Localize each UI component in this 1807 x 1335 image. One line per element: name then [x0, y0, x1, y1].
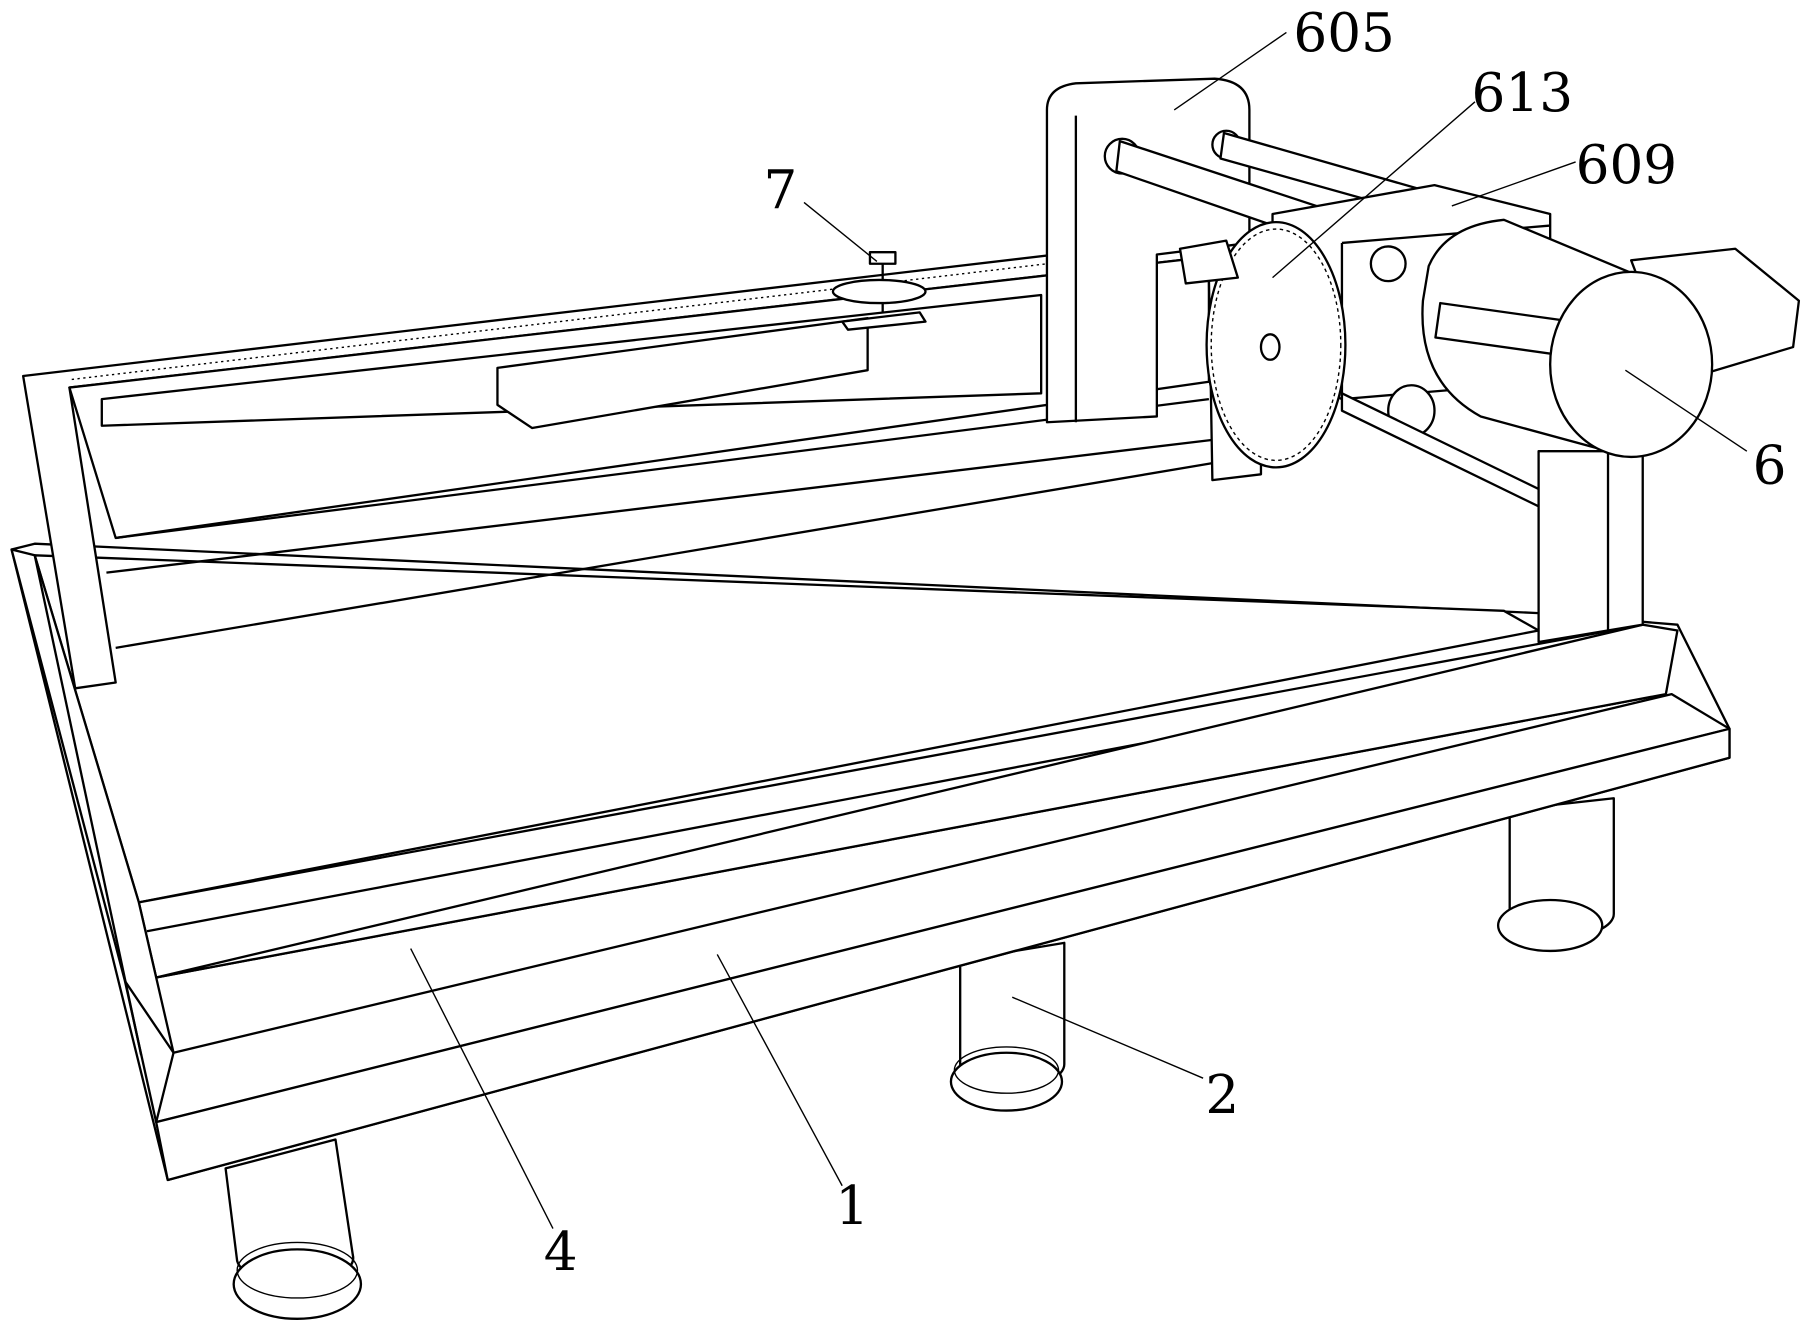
- label-7: 7: [764, 159, 798, 221]
- motor-6: [1422, 220, 1798, 457]
- label-6: 6: [1753, 435, 1787, 497]
- table-bed: [12, 544, 1730, 1180]
- label-609: 609: [1576, 134, 1678, 196]
- label-605: 605: [1293, 2, 1395, 64]
- label-1: 1: [835, 1175, 869, 1237]
- right-post: [1539, 445, 1643, 642]
- label-2: 2: [1205, 1064, 1239, 1126]
- label-613: 613: [1472, 62, 1574, 124]
- label-4: 4: [544, 1221, 578, 1283]
- leg-rear-right: [1498, 798, 1614, 951]
- leg-middle: [951, 943, 1064, 1111]
- leg-front-left: [226, 1139, 361, 1318]
